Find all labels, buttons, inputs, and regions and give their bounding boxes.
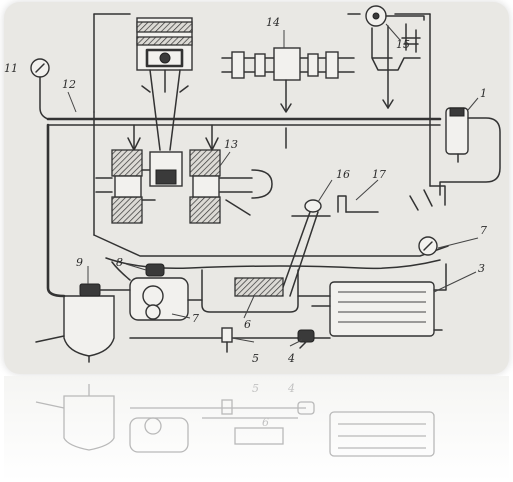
return-line — [129, 295, 331, 353]
label-7-right: 7 — [480, 224, 487, 237]
label-13: 13 — [224, 138, 238, 151]
label-15: 15 — [396, 38, 410, 51]
label-1: 1 — [480, 87, 487, 100]
label-17: 17 — [372, 168, 386, 181]
label-16: 16 — [336, 168, 350, 181]
label-6: 6 — [244, 318, 251, 331]
oil-cooler — [329, 236, 447, 337]
label-7-lower: 7 — [192, 312, 199, 325]
main-oil-gallery — [46, 117, 442, 151]
label-3: 3 — [478, 262, 485, 275]
reflection-label-5: 5 — [252, 382, 259, 395]
label-9: 9 — [76, 256, 83, 269]
rocker-valve-assembly — [347, 5, 425, 109]
crankshaft — [95, 149, 273, 224]
fine-filter — [439, 107, 501, 196]
reflection-label-4: 4 — [287, 382, 295, 395]
label-11: 11 — [4, 62, 18, 75]
camshaft — [221, 47, 355, 149]
pressure-gauge-left — [30, 58, 50, 120]
dipstick-and-breather — [281, 189, 433, 297]
label-5: 5 — [252, 352, 259, 365]
label-4: 4 — [287, 352, 295, 365]
part-number-labels: 1 3 4 5 6 7 7 8 9 11 12 13 14 15 16 17 — [4, 16, 487, 365]
piston-assembly — [136, 17, 193, 151]
reflection-label-6: 6 — [262, 416, 269, 429]
label-leaders — [67, 23, 479, 347]
diagram-reflection-panel — [4, 376, 509, 482]
coarse-filter — [35, 123, 131, 363]
reflection-drawing: 5 4 6 — [35, 382, 435, 457]
label-12: 12 — [62, 78, 76, 91]
label-8: 8 — [116, 256, 123, 269]
oil-pump — [111, 261, 203, 321]
label-14: 14 — [266, 16, 280, 29]
